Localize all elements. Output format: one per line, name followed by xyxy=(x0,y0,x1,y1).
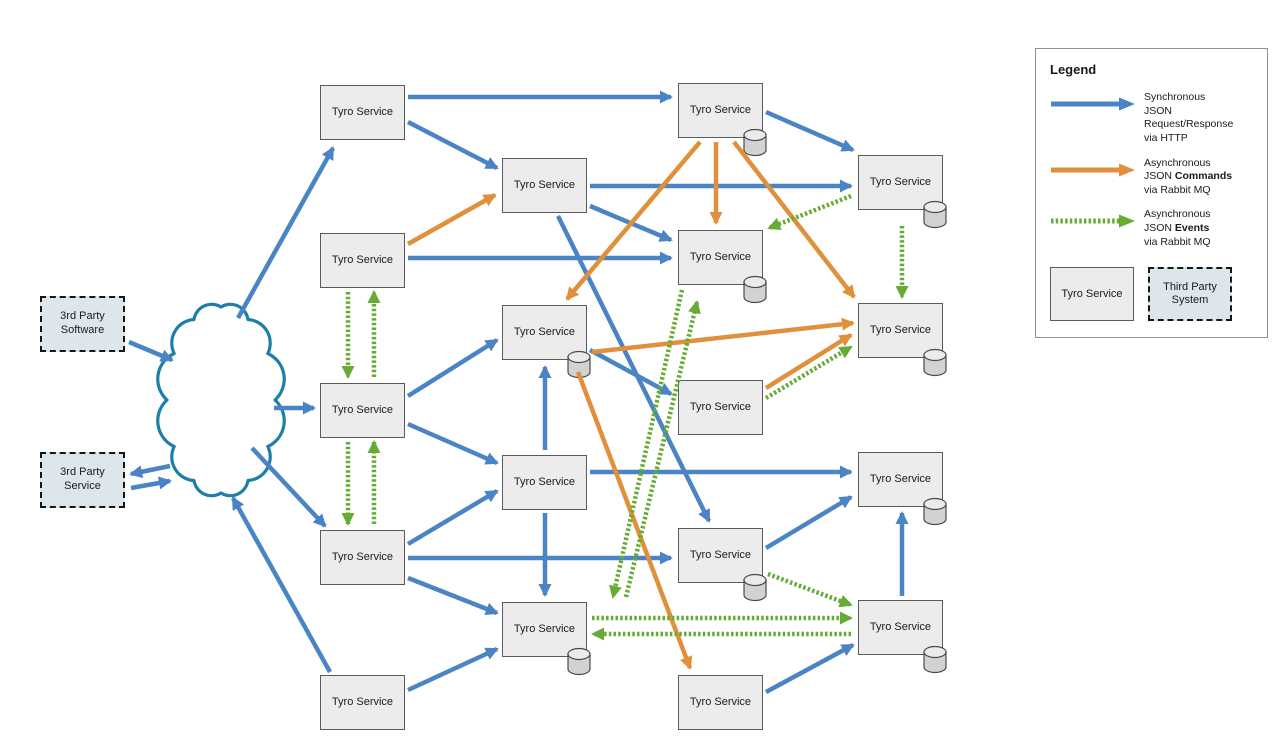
tyro-service-9: Tyro Service xyxy=(502,602,587,657)
tyro-service-17: Tyro Service xyxy=(858,452,943,507)
tyro-service-14: Tyro Service xyxy=(678,675,763,730)
event-arrow-sample xyxy=(1051,214,1135,228)
tyro-service-7: Tyro Service xyxy=(502,305,587,360)
node-label: Tyro Service xyxy=(513,178,576,191)
node-label: Tyro Service xyxy=(513,475,576,488)
node-label: Tyro Service xyxy=(513,325,576,338)
node-label: Tyro Service xyxy=(331,253,394,266)
tyro-service-8: Tyro Service xyxy=(502,455,587,510)
sync-arrow-sample xyxy=(1051,97,1135,111)
legend-tyro-service-box: Tyro Service xyxy=(1050,267,1134,322)
tyro-service-6: Tyro Service xyxy=(502,158,587,213)
node-label: Tyro Service xyxy=(331,695,394,708)
tyro-service-11: Tyro Service xyxy=(678,230,763,285)
node-label: Tyro Service xyxy=(689,400,752,413)
node-label: Tyro Service xyxy=(331,550,394,563)
node-label: Tyro Service xyxy=(331,105,394,118)
tyro-service-15: Tyro Service xyxy=(858,155,943,210)
tyro-service-10: Tyro Service xyxy=(678,83,763,138)
node-label: Tyro Service xyxy=(869,620,932,633)
tyro-service-18: Tyro Service xyxy=(858,600,943,655)
node-label: Tyro Service xyxy=(689,103,752,116)
tyro-service-2: Tyro Service xyxy=(320,233,405,288)
tyro-service-5: Tyro Service xyxy=(320,675,405,730)
tyro-service-4: Tyro Service xyxy=(320,530,405,585)
node-label: Tyro Service xyxy=(513,622,576,635)
command-arrow-sample xyxy=(1051,163,1135,177)
tyro-service-1: Tyro Service xyxy=(320,85,405,140)
node-label: Tyro Service xyxy=(331,403,394,416)
tyro-service-3: Tyro Service xyxy=(320,383,405,438)
node-label: Tyro Service xyxy=(689,548,752,561)
legend-third-party-box: Third Party System xyxy=(1148,267,1232,322)
tyro-service-13: Tyro Service xyxy=(678,528,763,583)
node-label: Tyro Service xyxy=(689,695,752,708)
node-label: Tyro Service xyxy=(869,472,932,485)
node-label: Tyro Service xyxy=(869,175,932,188)
legend-samples: Tyro Service Third Party System xyxy=(1050,267,1257,322)
node-label: Tyro Service xyxy=(689,250,752,263)
tyro-service-16: Tyro Service xyxy=(858,303,943,358)
node-label: Tyro Service xyxy=(869,323,932,336)
tyro-service-12: Tyro Service xyxy=(678,380,763,435)
legend-title: Legend xyxy=(1050,62,1097,77)
